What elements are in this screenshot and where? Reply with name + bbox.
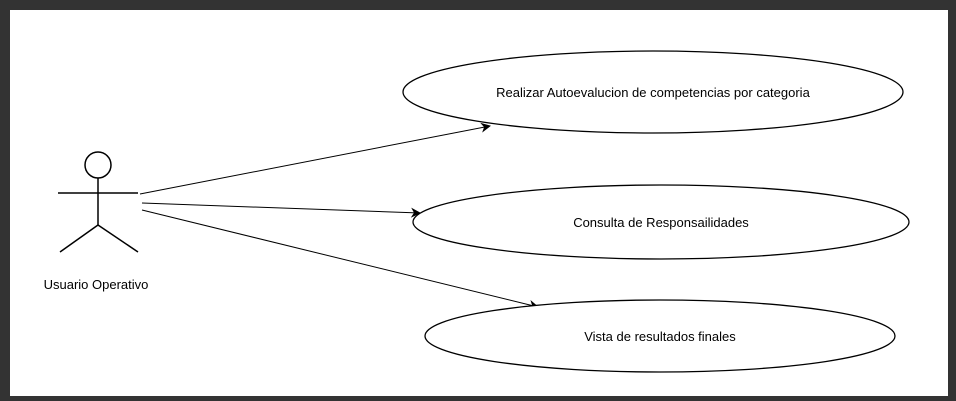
- use-case-label: Consulta de Responsailidades: [573, 215, 749, 230]
- use-case-diagram: Usuario Operativo Realizar Autoevalucion…: [44, 50, 910, 373]
- actor-figure[interactable]: [58, 151, 139, 253]
- use-case-3[interactable]: Vista de resultados finales: [424, 299, 896, 373]
- diagram-canvas: Usuario Operativo Realizar Autoevalucion…: [10, 10, 948, 396]
- use-case-1[interactable]: Realizar Autoevalucion de competencias p…: [402, 50, 904, 134]
- actor-right-leg: [97, 224, 139, 253]
- association-line-3[interactable]: [141, 209, 539, 310]
- actor-left-leg: [59, 224, 99, 253]
- use-case-ellipse: [412, 184, 910, 260]
- use-case-ellipse: [424, 299, 896, 373]
- association-line-2[interactable]: [141, 202, 421, 218]
- use-case-ellipse: [402, 50, 904, 134]
- actor-label: Usuario Operativo: [44, 277, 149, 292]
- use-case-2[interactable]: Consulta de Responsailidades: [412, 184, 910, 260]
- use-case-label: Vista de resultados finales: [584, 329, 736, 344]
- use-case-label: Realizar Autoevalucion de competencias p…: [496, 85, 810, 100]
- association-line-1[interactable]: [139, 122, 491, 195]
- actor-head: [84, 151, 112, 179]
